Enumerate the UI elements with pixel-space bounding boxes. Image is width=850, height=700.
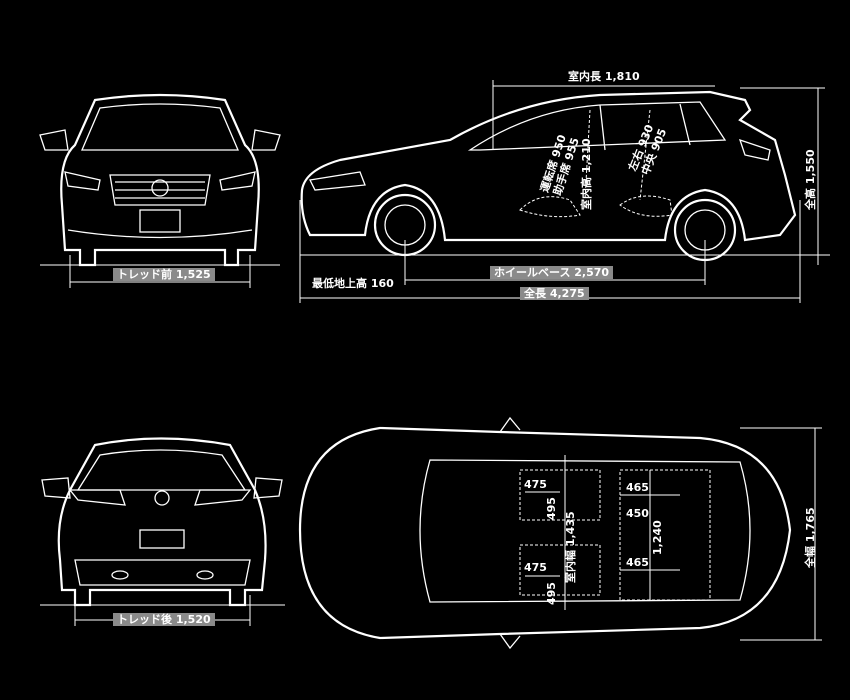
wheelbase-label: ホイールベース 2,570	[490, 266, 614, 279]
rear-seat-width-left: 465	[626, 481, 649, 494]
ground-clearance-label: 最低地上高 160	[312, 277, 394, 290]
interior-height-label: 室内高 1,210	[580, 138, 593, 210]
rear-seat-width-right: 465	[626, 556, 649, 569]
front-view-car	[39, 93, 281, 288]
interior-width-label: 室内幅 1,435	[564, 511, 577, 583]
top-view-car	[298, 416, 822, 650]
interior-length-label: 室内長 1,810	[568, 70, 640, 83]
rear-center-width: 450	[626, 507, 649, 520]
overall-length-label: 全長 4,275	[520, 287, 589, 300]
seat-spacing-left: 495	[545, 497, 558, 520]
seat-spacing-right: 495	[545, 582, 558, 605]
rear-view-car	[40, 437, 285, 626]
side-view-car	[299, 80, 830, 303]
overall-height-label: 全高 1,550	[804, 149, 817, 210]
front-seat-width-left: 475	[524, 478, 547, 491]
overall-width-label: 全幅 1,765	[804, 507, 817, 568]
front-seat-width-right: 475	[524, 561, 547, 574]
tread-rear-label: トレッド後 1,520	[113, 613, 215, 626]
tread-front-label: トレッド前 1,525	[113, 268, 215, 281]
rear-width-label: 1,240	[651, 520, 664, 555]
